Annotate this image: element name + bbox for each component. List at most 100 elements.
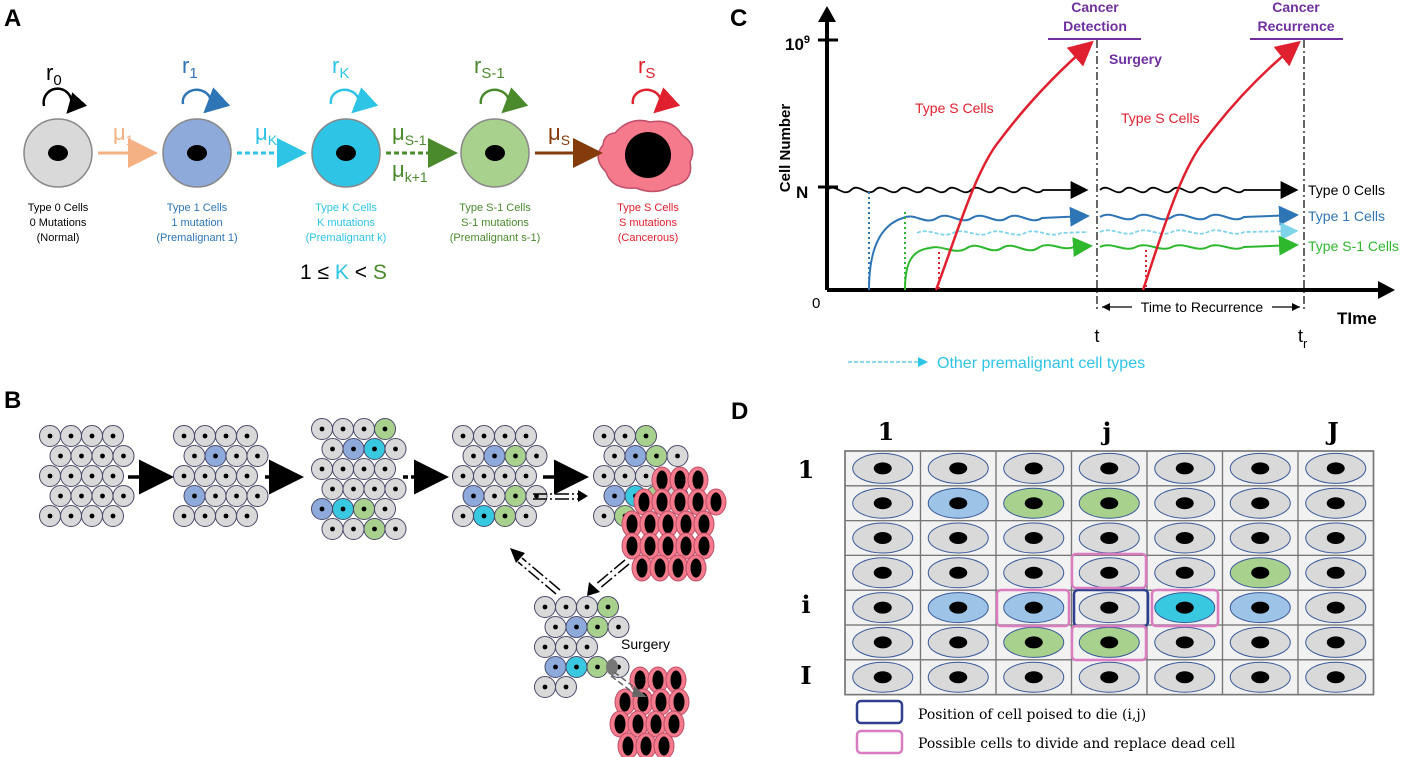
tumor-cell-nucleus bbox=[650, 714, 662, 734]
panel-d: D 1 j J 1 i I Position of cell poised to… bbox=[731, 398, 1375, 755]
cluster-cell-nucleus bbox=[351, 446, 356, 452]
time-to-recurrence-label: Time to Recurrence bbox=[1141, 299, 1264, 315]
legend-divide-swatch bbox=[855, 729, 904, 755]
cluster-cell-nucleus bbox=[643, 433, 649, 439]
cluster-cell-nucleus bbox=[202, 473, 208, 479]
type0-curve-2 bbox=[1099, 181, 1299, 199]
cluster-cell-nucleus bbox=[110, 433, 116, 439]
cell-type-s1 bbox=[460, 118, 530, 188]
cluster-cell-nucleus bbox=[481, 433, 487, 439]
cluster-cell-nucleus bbox=[481, 513, 487, 519]
x-axis-label: TIme bbox=[1337, 309, 1377, 328]
typeS-curve-1 bbox=[934, 40, 1094, 291]
tumor-cell-nucleus bbox=[644, 536, 656, 556]
cluster-cell-nucleus bbox=[584, 604, 590, 610]
cluster-cell-nucleus bbox=[213, 493, 218, 499]
arrow-b-dashed-double bbox=[533, 490, 588, 502]
cluster-cell-nucleus bbox=[595, 664, 600, 670]
cluster-cell-nucleus bbox=[181, 433, 187, 439]
cluster-cell-nucleus bbox=[89, 513, 95, 519]
cluster-cell-nucleus bbox=[492, 453, 497, 459]
cluster-cell-nucleus bbox=[553, 664, 558, 670]
cluster-cell-nucleus bbox=[612, 453, 617, 459]
types1-label: Type S-1 Cells bbox=[1308, 238, 1399, 254]
cluster-cell-nucleus bbox=[460, 473, 466, 479]
grid-cell-nucleus bbox=[949, 532, 968, 544]
grid-cell-nucleus bbox=[1175, 601, 1194, 614]
cluster-cell-nucleus bbox=[79, 453, 84, 459]
cell-type-1 bbox=[162, 118, 232, 188]
grid-cell-nucleus bbox=[1100, 601, 1119, 614]
cluster-cell-nucleus bbox=[89, 433, 95, 439]
cluster-cell-nucleus bbox=[202, 433, 208, 439]
grid-cell-nucleus bbox=[873, 601, 892, 614]
tumor-cell-nucleus bbox=[622, 736, 634, 756]
rate-r1: r1 bbox=[182, 53, 198, 82]
tumor-cell-nucleus bbox=[656, 470, 668, 490]
row-label-I: I bbox=[800, 661, 811, 690]
tumor-cell-nucleus bbox=[672, 558, 684, 578]
grid-cell-nucleus bbox=[1100, 566, 1119, 579]
cluster-cell-nucleus bbox=[361, 426, 367, 432]
grid-cell-nucleus bbox=[1326, 601, 1345, 614]
cluster-cell-nucleus bbox=[223, 513, 229, 519]
cluster-cell-nucleus bbox=[330, 486, 335, 492]
grid-cell-nucleus bbox=[1175, 671, 1194, 684]
cluster-cell-nucleus bbox=[534, 453, 539, 459]
caption-type-1: Type 1 Cells 1 mutation (Premalignant 1) bbox=[156, 202, 237, 244]
cluster-cell-nucleus bbox=[563, 604, 569, 610]
cluster-cell-nucleus bbox=[68, 513, 74, 519]
y-top-label: 109 bbox=[785, 34, 810, 54]
tumor-cell-nucleus bbox=[638, 492, 650, 512]
typeS-label-1: Type S Cells bbox=[915, 100, 994, 116]
cluster-cell-nucleus bbox=[192, 453, 197, 459]
rate-r0: r0 bbox=[46, 60, 62, 89]
cluster-cell-nucleus bbox=[513, 453, 518, 459]
cluster-cell-nucleus bbox=[612, 493, 617, 499]
cluster-cell-nucleus bbox=[654, 453, 659, 459]
col-label-J: J bbox=[1325, 417, 1338, 446]
arrow-to-surgery bbox=[587, 559, 630, 596]
cluster-typek bbox=[311, 418, 407, 540]
grid-cell-nucleus bbox=[949, 497, 968, 510]
cluster-cell-nucleus bbox=[340, 466, 346, 472]
cluster-cell-nucleus bbox=[574, 664, 579, 670]
grid-cell-nucleus bbox=[1024, 601, 1043, 614]
cluster-cell-nucleus bbox=[121, 493, 126, 499]
col-label-j: j bbox=[1101, 417, 1112, 446]
svg-text:(Premalignant s-1): (Premalignant s-1) bbox=[450, 232, 540, 244]
rate-rk: rK bbox=[332, 53, 349, 82]
svg-text:Type S Cells: Type S Cells bbox=[617, 202, 679, 214]
grid-cell-nucleus bbox=[1100, 671, 1119, 684]
tumor-cell-nucleus bbox=[692, 470, 704, 490]
cluster-cell-nucleus bbox=[255, 493, 260, 499]
grid-cell-nucleus bbox=[873, 462, 892, 475]
cluster-cell-nucleus bbox=[675, 453, 680, 459]
cluster-cell-nucleus bbox=[223, 473, 229, 479]
cluster-cell-nucleus bbox=[553, 624, 558, 630]
surgery-removal-arrow bbox=[606, 659, 647, 697]
cluster-cell-nucleus bbox=[361, 466, 367, 472]
loop-arrow-s1 bbox=[479, 87, 529, 114]
svg-text:(Premalignant k): (Premalignant k) bbox=[306, 232, 387, 244]
row-label-1: 1 bbox=[798, 455, 815, 484]
cluster-cell-nucleus bbox=[471, 493, 476, 499]
cluster-cell-nucleus bbox=[622, 433, 628, 439]
tumor-cell-nucleus bbox=[626, 514, 638, 534]
cluster-cell-nucleus bbox=[372, 526, 377, 532]
grid-cell-nucleus bbox=[1100, 636, 1119, 649]
tumor-cell-nucleus bbox=[680, 536, 692, 556]
caption-type-s1: Type S-1 Cells S-1 mutations (Premaligna… bbox=[450, 202, 540, 244]
tumor-cell-nucleus bbox=[637, 692, 649, 712]
grid-cell-nucleus bbox=[1251, 671, 1270, 684]
cell-grid bbox=[844, 450, 1375, 696]
other-types-curve-2 bbox=[1099, 222, 1299, 241]
cluster-cell-nucleus bbox=[542, 684, 548, 690]
cluster-cell-nucleus bbox=[393, 486, 398, 492]
self-renewal-loops bbox=[42, 87, 681, 114]
grid-slot bbox=[1297, 659, 1375, 696]
tumor-main bbox=[621, 466, 727, 582]
grid-cell-nucleus bbox=[1024, 671, 1043, 684]
tumor-cell-nucleus bbox=[640, 736, 652, 756]
legend-die-swatch bbox=[855, 699, 904, 725]
